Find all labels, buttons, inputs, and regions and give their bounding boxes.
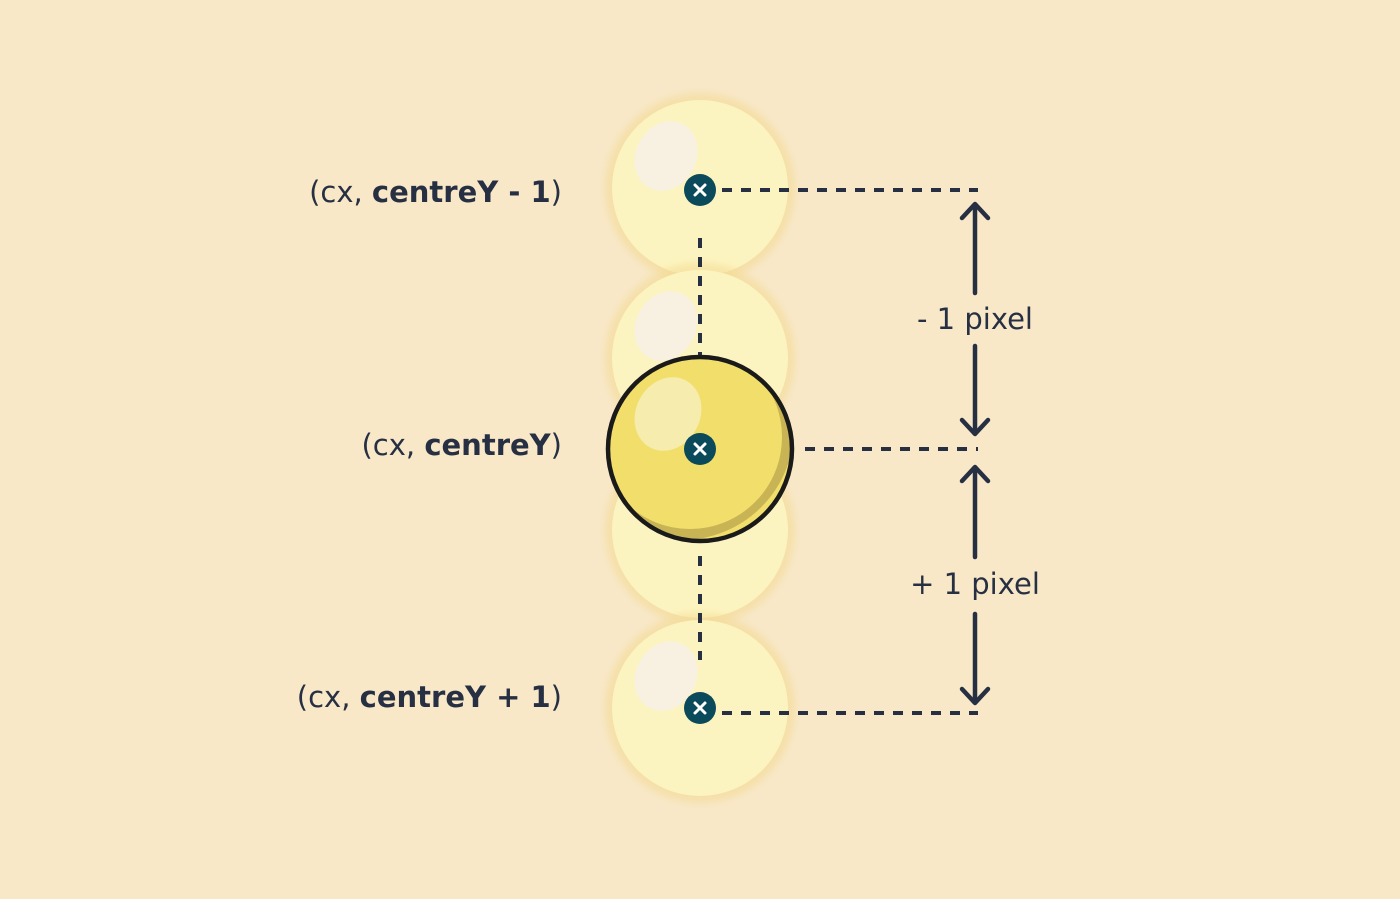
x-mark-icon — [684, 692, 716, 724]
offset-label-up: - 1 pixel — [917, 302, 1033, 336]
double-arrow-down-offset — [959, 464, 991, 706]
point-label-center: (cx, centreY) — [361, 428, 562, 462]
offset-label-down: + 1 pixel — [910, 567, 1040, 601]
double-arrow-up-offset — [959, 201, 991, 437]
x-mark-icon — [684, 174, 716, 206]
point-label-bottom: (cx, centreY + 1) — [297, 680, 562, 714]
x-mark-icon — [684, 433, 716, 465]
point-label-top: (cx, centreY - 1) — [309, 175, 562, 209]
